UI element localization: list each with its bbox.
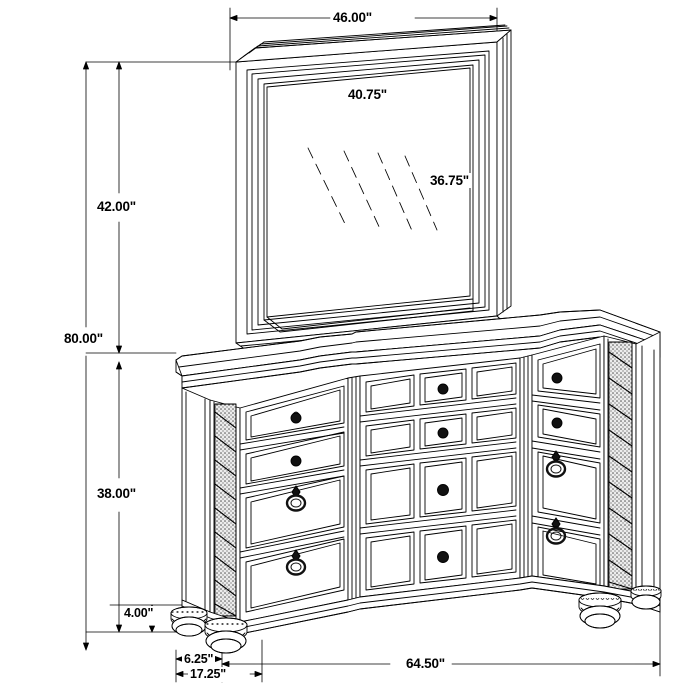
left-rope-column xyxy=(209,399,241,623)
right-drawer-bank xyxy=(531,335,605,589)
ring-pull-left-3 xyxy=(285,485,307,512)
dim-label-dresser-depth: 17.25" xyxy=(188,667,229,682)
dim-label-foot-offset: 6.25" xyxy=(182,652,216,667)
dim-label-dresser-height: 38.00" xyxy=(95,486,138,501)
left-drawer-bank xyxy=(239,377,349,623)
bun-foot-front-left xyxy=(204,617,248,654)
dim-label-mirror-overall-height: 42.00" xyxy=(95,199,138,214)
ring-pull-left-4 xyxy=(285,549,307,576)
bun-foot-back-left xyxy=(170,606,208,637)
mirror-glass-highlights xyxy=(307,147,438,234)
ring-pull-right-3 xyxy=(545,450,567,478)
dim-label-mirror-overall-width: 46.00" xyxy=(331,10,374,25)
center-drawer-bank xyxy=(359,357,521,598)
dresser-assembly xyxy=(170,309,662,654)
right-rope-column xyxy=(603,331,661,601)
dim-label-mirror-glass-height: 36.75" xyxy=(428,173,471,188)
bun-foot-back-right xyxy=(630,585,662,610)
dim-label-foot-height: 4.00" xyxy=(122,606,156,621)
ring-pull-right-4 xyxy=(545,517,567,545)
mirror-assembly xyxy=(235,24,512,358)
dim-label-dresser-width: 64.50" xyxy=(404,656,447,671)
bun-foot-front-right xyxy=(578,592,622,629)
dim-label-combined-height: 80.00" xyxy=(62,331,105,346)
dim-label-mirror-glass-width: 40.75" xyxy=(346,87,389,102)
